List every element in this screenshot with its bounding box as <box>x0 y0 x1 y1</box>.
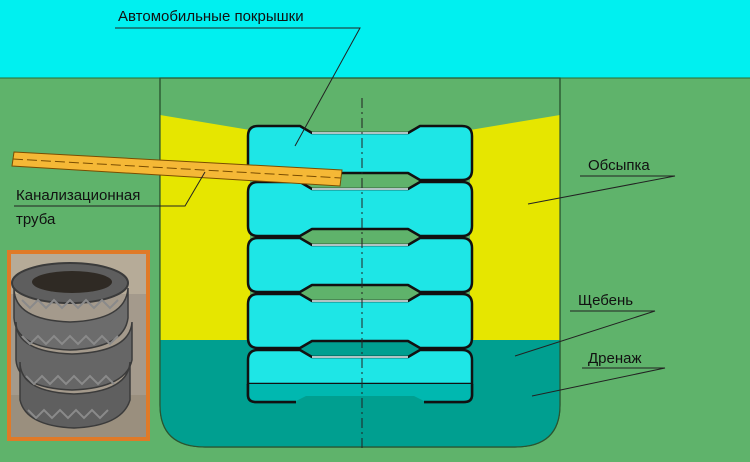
sky-band <box>0 0 750 78</box>
tire-3 <box>248 238 472 292</box>
backfill-right <box>470 115 560 340</box>
backfill-left <box>160 115 250 340</box>
label-tires: Автомобильные покрышки <box>118 8 304 25</box>
label-pipe-line1: Канализационная <box>16 187 140 204</box>
tire-2 <box>248 182 472 236</box>
label-pipe-line2: труба <box>16 211 56 228</box>
tire-4 <box>248 294 472 348</box>
label-backfill: Обсыпка <box>588 157 650 174</box>
stacked-tires-photo <box>9 252 148 439</box>
label-gravel: Щебень <box>578 292 633 309</box>
label-drainage: Дренаж <box>588 350 642 367</box>
